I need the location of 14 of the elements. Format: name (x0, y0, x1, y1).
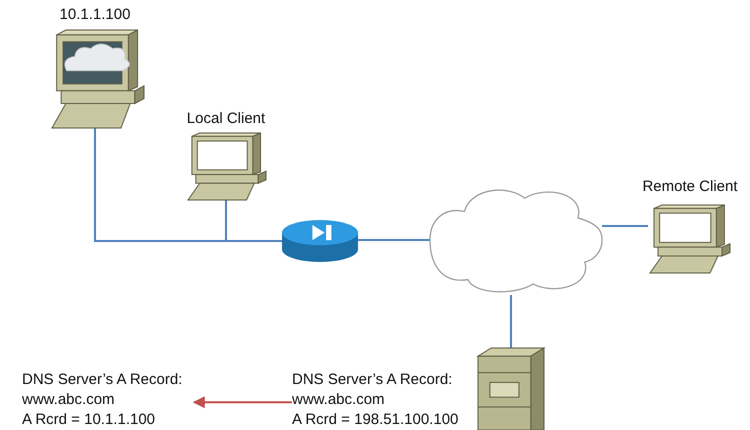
dns-record-text: www.abc.com (292, 391, 385, 409)
device-label: Local Client (186, 110, 266, 128)
dns-record-text: www.abc.com (22, 391, 115, 409)
device-label: Remote Client (642, 178, 738, 196)
dns-record-text: DNS Server’s A Record: (292, 371, 452, 389)
dns-record-text: A Rcrd = 10.1.1.100 (22, 411, 156, 429)
dns-record-text: DNS Server’s A Record: (22, 371, 182, 389)
dns-record-text: A Rcrd = 198.51.100.100 (292, 411, 458, 429)
arrow (192, 396, 292, 408)
network-link (510, 295, 512, 348)
network-link (602, 225, 648, 227)
network-link (358, 239, 430, 241)
ip-address-label: 10.1.1.100 (60, 6, 130, 24)
network-link (225, 200, 282, 242)
